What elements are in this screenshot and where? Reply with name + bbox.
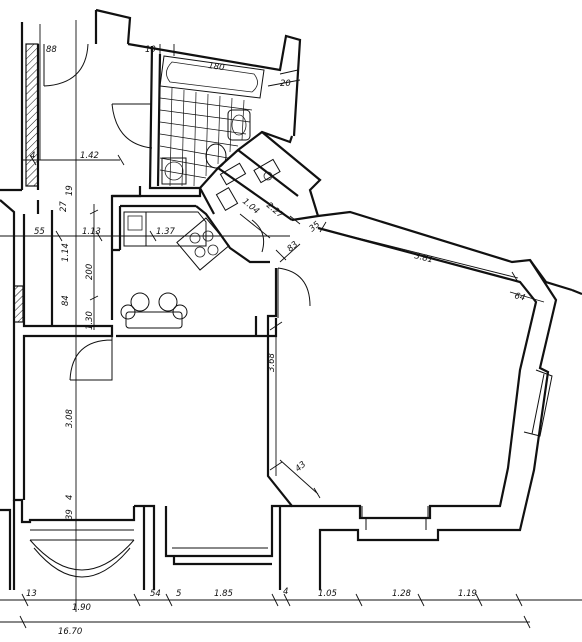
dim-label: 1.30 [85,311,95,330]
dim-label: 1.37 [156,227,176,237]
dim-label: 64 [513,291,526,303]
dim-label: 10 [145,45,156,55]
wall-diagonal-corridor [199,131,573,292]
hatched-wall-lower-left [13,285,24,323]
kitchen-counter [145,211,207,247]
dim-label: 1.05 [318,589,337,599]
wall-living-room [266,226,582,590]
dim-label: 5 [176,589,181,599]
dim-label: 1.19 [458,589,477,599]
stove-burner [189,232,201,244]
washing-machine [161,157,187,185]
bay-window [29,529,135,578]
door-bathroom [111,103,153,149]
fixtures [120,55,281,329]
walls [0,8,582,590]
stove-burner [194,246,206,258]
dim-label: 54 [150,589,161,599]
dim-label: 3.08 [65,408,75,428]
dim-label: 16.70 [58,627,82,637]
dim-label: 1.42 [80,151,99,161]
dim-label: 43 [294,460,309,475]
door-corridor [251,219,265,253]
kitchen-sink [123,211,147,247]
dim-label: 3.68 [267,352,277,372]
dim-label: 1.28 [392,589,412,599]
doors [43,43,311,381]
dim-label: 2.27 [264,201,285,221]
dim-label: 4 [283,587,288,597]
toilet [205,143,227,169]
wall-top-entrance [20,8,302,190]
dim-label: 1.04 [240,197,261,217]
dim-label: 88 [46,45,57,55]
dim-label: 39 [65,509,75,520]
bathroom-tiles [159,87,253,187]
dim-label: 19 [65,185,75,196]
door-lower-room [69,336,113,381]
stove-burner [207,244,219,256]
wall-left-rooms [0,188,278,524]
dim-label: 35 [308,220,323,235]
appliance-small [215,187,239,211]
bathtub-inner [166,61,258,93]
sink-small [253,158,281,184]
dim-label: 1.85 [214,589,233,599]
dim-label: 55 [34,227,45,237]
dim-label: 83 [286,240,301,255]
window-right [523,369,553,437]
dim-label: 1.90 [72,603,91,613]
dining-table [120,292,188,329]
dim-label: 180 [208,61,225,73]
wall-bathroom [110,45,294,250]
dim-label: 4 [65,495,75,500]
wall-bottom [0,500,292,590]
washbasin [227,109,251,141]
wall-kitchen [112,188,270,264]
dim-label: 4 [30,151,35,161]
dim-label: 200 [85,264,95,280]
bathtub [159,55,265,99]
dim-label: 1.14 [61,243,71,262]
dimension-lines [0,20,582,629]
door-living-room [277,267,311,318]
cabinet-small [219,162,247,186]
stove [176,217,230,271]
dim-label: 84 [61,295,71,306]
dim-label: 20 [280,79,291,89]
dim-label: 13 [26,589,37,599]
window-bottom-right [361,506,429,530]
dim-label: 27 [59,201,69,212]
dim-label: 3.81 [413,251,434,265]
dim-label: 1.13 [82,227,101,237]
